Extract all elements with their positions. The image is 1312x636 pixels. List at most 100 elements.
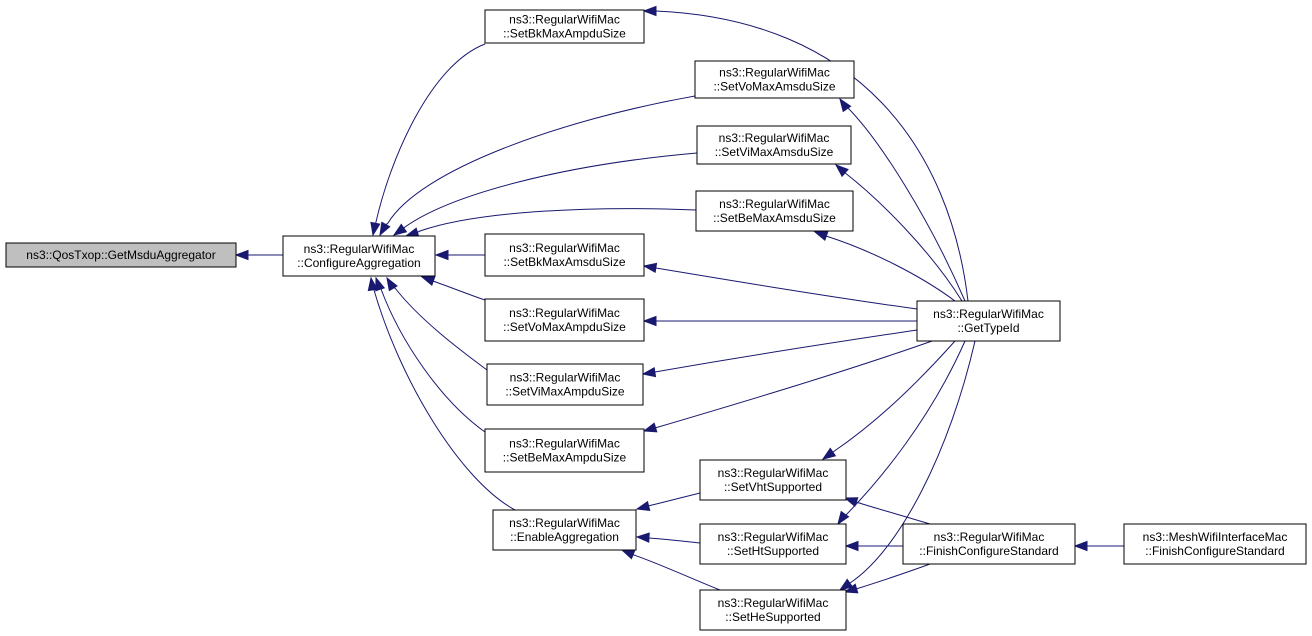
node-label: ns3::QosTxop::GetMsduAggregator [26,248,215,262]
node-getMsduAggregator[interactable]: ns3::QosTxop::GetMsduAggregator [5,242,237,268]
node-setVoMaxAmsduSize[interactable]: ns3::RegularWifiMac::SetVoMaxAmsduSize [694,60,855,99]
call-edge-getTypeId-to-setVoMaxAmsduSize [839,97,966,302]
call-edge-setBeMaxAmsduSize-to-configureAggregation [404,208,697,238]
arrowhead-icon [1073,540,1088,552]
call-edge-getTypeId-to-setVoMaxAmpduSize [642,315,917,327]
arrowhead-icon [642,5,657,17]
arrowhead-icon [375,276,386,292]
node-label: ::SetViMaxAmsduSize [715,145,834,159]
node-box [484,428,645,473]
node-box [484,233,645,277]
node-getTypeId[interactable]: ns3::RegularWifiMac::GetTypeId [916,300,1061,342]
edge-line [646,492,701,507]
node-setHeSupported[interactable]: ns3::RegularWifiMac::SetHeSupported [699,589,847,631]
node-setBeMaxAmpduSize[interactable]: ns3::RegularWifiMac::SetBeMaxAmpduSize [484,428,645,473]
node-label: ::GetTypeId [957,321,1019,335]
node-setBkMaxAmpduSize[interactable]: ns3::RegularWifiMac::SetBkMaxAmpduSize [484,9,645,44]
node-label: ns3::RegularWifiMac [719,131,830,145]
node-enableAggregation[interactable]: ns3::RegularWifiMac::EnableAggregation [492,509,637,551]
node-label: ::SetHtSupported [727,544,819,558]
call-edge-setViMaxAmsduSize-to-configureAggregation [392,152,698,236]
edge-line [824,235,956,302]
call-edge-setViMaxAmpduSize-to-configureAggregation [386,276,488,371]
arrowhead-icon [843,583,859,594]
node-label: ns3::RegularWifiMac [718,596,829,610]
node-label: ::SetVoMaxAmpduSize [503,320,626,334]
node-label: ns3::RegularWifiMac [304,242,415,256]
node-label: ns3::RegularWifiMac [509,13,620,27]
call-edge-getTypeId-to-setBkMaxAmpduSize [642,5,969,302]
node-box [492,509,637,551]
arrowhead-icon [838,578,854,591]
call-edge-getTypeId-to-setViMaxAmsduSize [834,164,963,302]
call-edge-configureAggregation-to-getMsduAggregator [234,249,283,261]
call-edge-setBkMaxAmpduSize-to-configureAggregation [370,43,486,237]
edge-line [379,287,486,433]
call-edge-getTypeId-to-setBeMaxAmpduSize [642,339,936,433]
node-configureAggregation[interactable]: ns3::RegularWifiMac::ConfigureAggregatio… [282,235,436,277]
node-label: ns3::RegularWifiMac [509,437,620,451]
node-box [699,589,847,631]
call-edge-getTypeId-to-setHtSupported [837,340,966,526]
node-box [282,235,436,277]
node-setVhtSupported[interactable]: ns3::RegularWifiMac::SetVhtSupported [699,459,847,501]
node-label: ns3::RegularWifiMac [509,241,620,255]
node-label: ::EnableAggregation [510,530,619,544]
edge-line [631,553,721,591]
node-box [902,523,1076,565]
edge-line [844,340,966,518]
arrowhead-icon [620,549,636,560]
call-edge-setBeMaxAmpduSize-to-configureAggregation [375,276,486,433]
arrowhead-icon [837,510,850,526]
node-label: ns3::MeshWifiInterfaceMac [1143,530,1288,544]
node-label: ns3::RegularWifiMac [933,307,1044,321]
node-setViMaxAmsduSize[interactable]: ns3::RegularWifiMac::SetViMaxAmsduSize [696,125,852,165]
edge-line [431,280,486,301]
call-edge-setVhtSupported-to-enableAggregation [635,492,701,512]
edge-line [652,329,918,373]
arrowhead-icon [635,532,650,543]
node-label: ::SetVoMaxAmsduSize [713,80,835,94]
node-label: ns3::RegularWifiMac [510,371,621,385]
arrowhead-icon [392,223,408,236]
arrowhead-icon [642,422,658,433]
edge-layer [234,5,1124,594]
arrowhead-icon [642,315,657,327]
node-meshFinishConfigureStandard[interactable]: ns3::MeshWifiInterfaceMac::FinishConfigu… [1123,523,1307,565]
arrowhead-icon [843,497,859,508]
node-setViMaxAmpduSize[interactable]: ns3::RegularWifiMac::SetViMaxAmpduSize [486,363,644,406]
arrowhead-icon [370,221,381,237]
node-label: ::SetBkMaxAmsduSize [503,255,625,269]
call-edge-setHtSupported-to-enableAggregation [635,532,701,544]
node-setBkMaxAmsduSize[interactable]: ns3::RegularWifiMac::SetBkMaxAmsduSize [484,233,645,277]
edge-line [854,501,931,525]
node-box [1123,523,1307,565]
call-edge-getTypeId-to-setViMaxAmpduSize [641,329,918,378]
call-edge-getTypeId-to-setBeMaxAmsduSize [813,231,956,302]
node-box [699,459,847,501]
edge-line [372,287,516,511]
edge-line [374,43,486,226]
edge-line [855,563,931,590]
edge-line [385,95,696,226]
call-edge-setBkMaxAmsduSize-to-configureAggregation [434,249,485,261]
node-label: ::SetVhtSupported [724,480,822,494]
call-edge-finishConfigureStandard-to-setHtSupported [844,540,903,552]
arrowhead-icon [641,366,657,378]
arrowhead-icon [834,164,849,178]
edge-line [393,287,488,371]
node-setBeMaxAmsduSize[interactable]: ns3::RegularWifiMac::SetBeMaxAmsduSize [695,190,854,232]
call-edge-getTypeId-to-setVhtSupported [821,340,956,460]
call-edge-setVoMaxAmsduSize-to-configureAggregation [379,95,696,237]
call-edge-getTypeId-to-setHeSupported [838,340,976,591]
node-setHtSupported[interactable]: ns3::RegularWifiMac::SetHtSupported [699,523,847,565]
arrowhead-icon [635,500,651,512]
node-label: ns3::RegularWifiMac [718,530,829,544]
edge-line [846,105,966,302]
node-finishConfigureStandard[interactable]: ns3::RegularWifiMac::FinishConfigureStan… [902,523,1076,565]
node-box [5,242,237,268]
arrowhead-icon [420,276,436,287]
node-setVoMaxAmpduSize[interactable]: ns3::RegularWifiMac::SetVoMaxAmpduSize [484,298,645,342]
